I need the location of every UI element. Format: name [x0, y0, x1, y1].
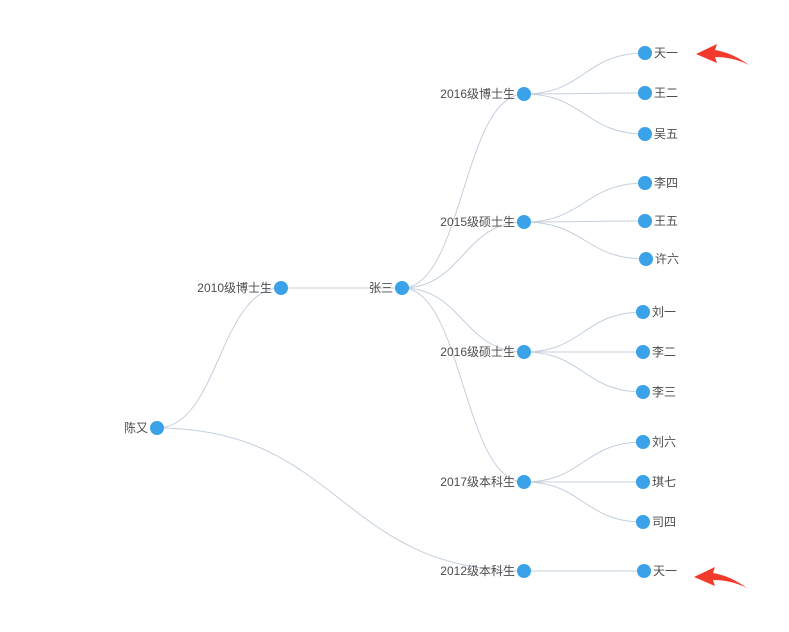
tree-node[interactable]	[638, 214, 652, 228]
tree-edge	[523, 351, 644, 393]
tree-node[interactable]	[517, 564, 531, 578]
node-label[interactable]: 琪七	[652, 475, 677, 489]
node-label[interactable]: 2016级博士生	[440, 87, 515, 101]
tree-node[interactable]	[274, 281, 288, 295]
tree-edge	[523, 311, 644, 353]
tree-edge	[523, 441, 644, 483]
tree-edge	[401, 287, 525, 353]
tree-node[interactable]	[638, 127, 652, 141]
tree-edge	[156, 427, 525, 572]
node-label[interactable]: 司四	[652, 515, 677, 529]
node-label[interactable]: 李二	[652, 345, 677, 359]
node-label[interactable]: 刘六	[652, 435, 677, 449]
node-label[interactable]: 天一	[654, 46, 679, 60]
red-arrow-annotation	[694, 567, 747, 588]
node-label[interactable]: 王五	[654, 214, 679, 228]
node-label[interactable]: 陈又	[123, 421, 148, 435]
tree-node[interactable]	[636, 345, 650, 359]
node-label[interactable]: 2012级本科生	[440, 564, 515, 578]
tree-node[interactable]	[636, 305, 650, 319]
node-label[interactable]: 李三	[652, 385, 677, 399]
node-label[interactable]: 王二	[654, 86, 679, 100]
node-label[interactable]: 2016级硕士生	[440, 345, 515, 359]
red-arrow-annotation	[696, 44, 749, 65]
tree-node[interactable]	[517, 475, 531, 489]
tree-node[interactable]	[395, 281, 409, 295]
tree-node[interactable]	[637, 564, 651, 578]
tree-node[interactable]	[517, 215, 531, 229]
node-label[interactable]: 许六	[655, 252, 680, 266]
tree-edge	[401, 287, 525, 483]
node-label[interactable]: 2010级博士生	[197, 281, 272, 295]
tree-node[interactable]	[638, 176, 652, 190]
tree-edge	[523, 220, 646, 223]
tree-node[interactable]	[517, 87, 531, 101]
tree-edge	[401, 93, 525, 289]
tree-node[interactable]	[638, 46, 652, 60]
node-label[interactable]: 2015级硕士生	[440, 215, 515, 229]
tree-node[interactable]	[638, 86, 652, 100]
node-label[interactable]: 刘一	[652, 305, 677, 319]
node-label[interactable]: 张三	[368, 281, 393, 295]
tree-edge	[523, 93, 646, 135]
tree-edge	[523, 481, 644, 523]
tree-edge	[523, 52, 646, 95]
tree-node[interactable]	[636, 475, 650, 489]
tree-edge	[523, 92, 646, 95]
node-label[interactable]: 天一	[653, 564, 678, 578]
node-label[interactable]: 李四	[654, 176, 679, 190]
tree-edge	[156, 287, 282, 429]
tree-node[interactable]	[636, 435, 650, 449]
tree-node[interactable]	[639, 252, 653, 266]
tree-edge	[523, 221, 647, 260]
node-label[interactable]: 吴五	[654, 127, 679, 141]
tree-edge	[523, 182, 646, 223]
tree-edge	[401, 221, 525, 289]
node-label[interactable]: 2017级本科生	[440, 475, 515, 489]
tree-node[interactable]	[636, 385, 650, 399]
tree-node[interactable]	[150, 421, 164, 435]
tree-node[interactable]	[517, 345, 531, 359]
tree-node[interactable]	[636, 515, 650, 529]
